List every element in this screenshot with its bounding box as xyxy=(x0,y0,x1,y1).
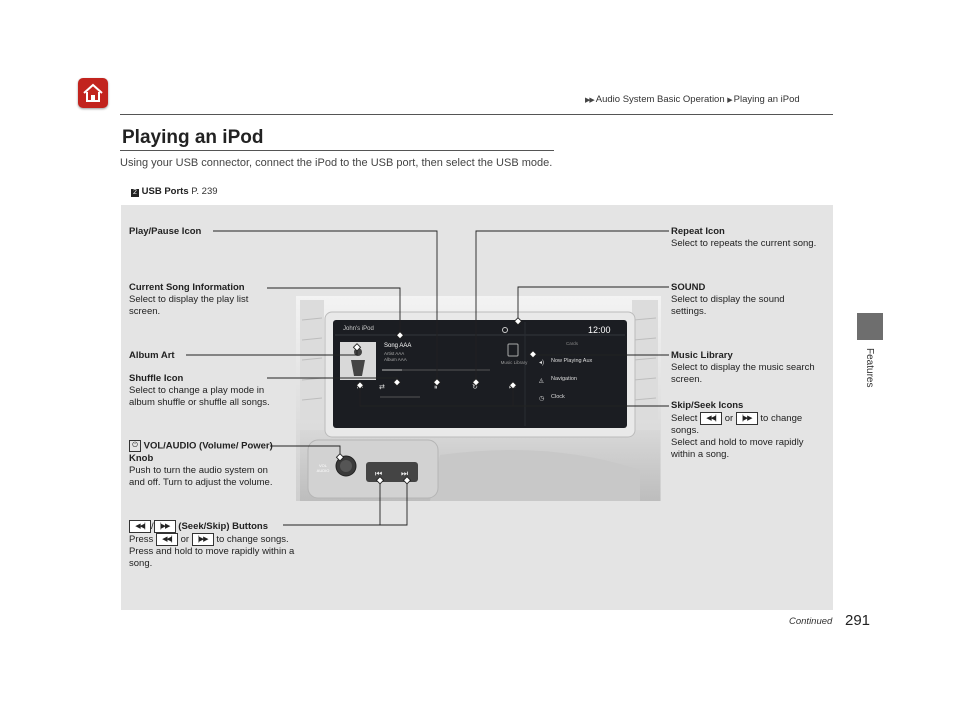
side-tab[interactable] xyxy=(857,313,883,340)
knob-center xyxy=(340,460,352,472)
power-icon: ⏻ xyxy=(129,440,141,452)
skip-forward-key-icon: |▶▶ xyxy=(735,412,758,425)
skip-forward-key-icon: |▶▶ xyxy=(153,520,176,533)
screen-clock: 12:00 xyxy=(588,325,611,335)
callout-album-art: Album Art xyxy=(129,350,175,361)
now-playing-icon: ◂) xyxy=(539,360,544,366)
xref-page: P. 239 xyxy=(191,186,218,197)
knob-label: VOL AUDIO xyxy=(316,463,330,473)
callout-play-pause: Play/Pause Icon xyxy=(129,226,202,237)
page-title: Playing an iPod xyxy=(122,127,264,148)
breadcrumb-arrow-icon: ▶▶ xyxy=(585,97,595,104)
cross-reference[interactable]: 2 USB Ports P. 239 xyxy=(131,186,218,197)
breadcrumb-arrow-icon: ▶ xyxy=(727,97,732,104)
right-vent xyxy=(632,300,658,420)
xref-label: USB Ports xyxy=(141,186,189,197)
title-divider xyxy=(120,150,554,151)
album-art-guitar-icon xyxy=(351,360,365,376)
callout-markers xyxy=(335,317,538,485)
navigation-icon: ◬ xyxy=(539,377,544,384)
seek-back-button[interactable]: ⏮ xyxy=(375,469,382,478)
skip-forward-key-icon: |▶▶ xyxy=(191,533,214,547)
clock-icon: ◷ xyxy=(539,396,544,402)
infotainment-screen xyxy=(333,320,627,428)
seek-button-pad xyxy=(366,462,418,482)
continued-label: Continued xyxy=(789,616,833,627)
skip-back-key-icon: ◀◀| xyxy=(700,412,723,425)
screen-artist: Artist AAA xyxy=(384,351,405,356)
skip-back-key-icon: ◀◀| xyxy=(129,520,151,533)
breadcrumb: ▶▶Audio System Basic Operation ▶Playing … xyxy=(585,94,800,105)
left-vent xyxy=(300,300,324,420)
screen-source[interactable]: John's iPod xyxy=(343,326,374,332)
screen-now-playing[interactable]: Now Playing Aux xyxy=(551,358,593,364)
shuffle-icon[interactable]: ⇄ xyxy=(379,384,385,391)
music-library-icon[interactable] xyxy=(507,343,519,357)
sound-icon[interactable] xyxy=(502,327,508,333)
screen-cards: Cards xyxy=(566,341,579,346)
skip-back-key-icon: ◀◀| xyxy=(155,533,178,547)
home-button[interactable] xyxy=(78,78,108,108)
callout-skip-seek: Skip/Seek Icons Select ◀◀| or |▶▶ to cha… xyxy=(671,400,804,461)
page-number: 291 xyxy=(845,612,871,629)
home-icon xyxy=(83,83,103,102)
breadcrumb-link-1[interactable]: Audio System Basic Operation xyxy=(595,94,725,105)
screen-music-library[interactable]: Music Library xyxy=(500,360,528,365)
screen-navigation[interactable]: Navigation xyxy=(551,376,577,382)
intro-text: Using your USB connector, connect the iP… xyxy=(120,157,553,169)
screen-album: Album AAA xyxy=(384,357,407,362)
repeat-icon[interactable]: ↻ xyxy=(472,384,478,391)
play-pause-icon[interactable]: ⏸ xyxy=(434,384,438,391)
screen-song[interactable]: Song AAA xyxy=(384,343,412,349)
seek-forward-button[interactable]: ⏭ xyxy=(401,469,408,478)
console-trim xyxy=(430,450,640,501)
screen-clock-item[interactable]: Clock xyxy=(551,394,565,400)
callout-seek-buttons: ◀◀|/|▶▶ (Seek/Skip) Buttons Press ◀◀| or… xyxy=(129,520,295,570)
breadcrumb-link-2[interactable]: Playing an iPod xyxy=(733,94,800,105)
xref-icon: 2 xyxy=(131,189,139,197)
header-divider xyxy=(120,114,833,115)
